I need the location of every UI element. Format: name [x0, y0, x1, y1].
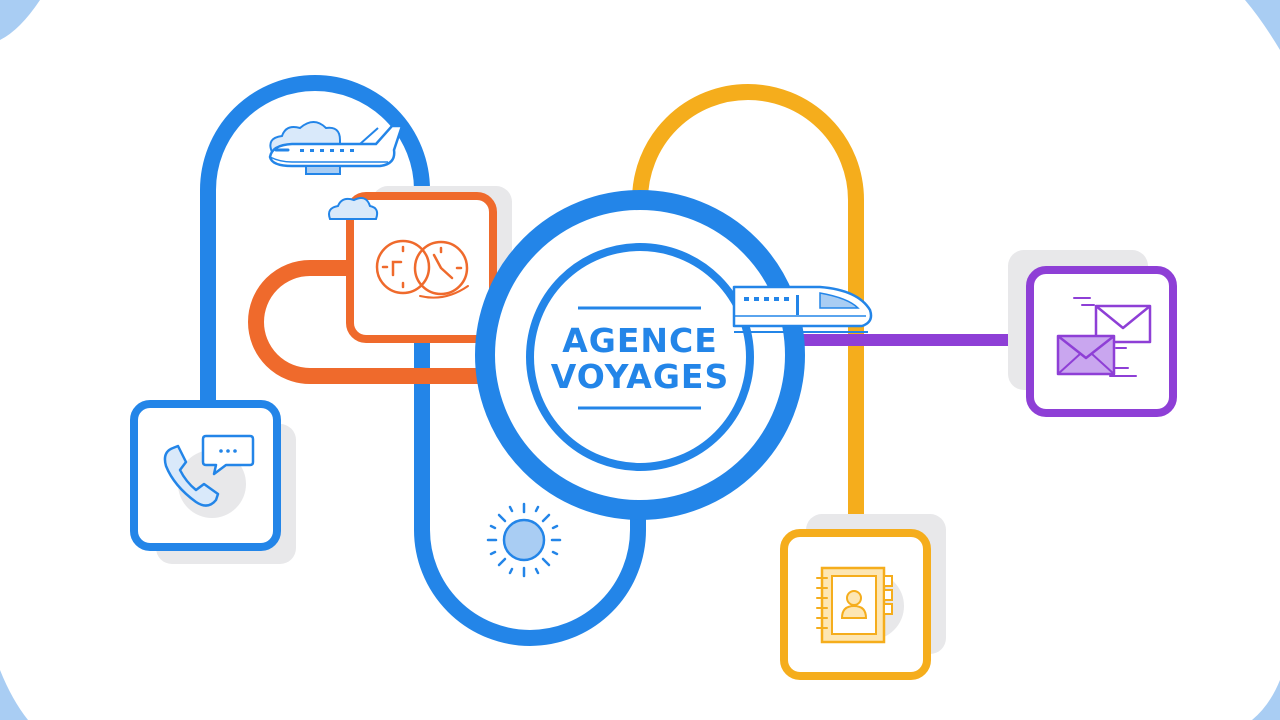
phone-box: [130, 400, 281, 551]
address-book-icon: [816, 566, 893, 644]
high-speed-train-icon: [732, 285, 873, 333]
cloud-icon: [328, 197, 379, 220]
mail-box: [1026, 266, 1177, 417]
contacts-box: [780, 529, 931, 680]
sun-icon: [486, 502, 562, 578]
blue-connector: [200, 75, 646, 646]
airplane-icon: [268, 121, 404, 175]
clocks-icon: [375, 239, 469, 299]
center-hub: AGENCE VOYAGES: [475, 190, 805, 520]
orange-connector: [248, 260, 530, 384]
yellow-connector: [632, 84, 864, 530]
phone-chat-icon: [163, 434, 255, 507]
agency-title-line2: VOYAGES: [551, 357, 730, 396]
envelopes-icon: [1056, 297, 1152, 377]
agency-title-line1: AGENCE: [562, 321, 718, 360]
clock-box: [346, 192, 497, 343]
